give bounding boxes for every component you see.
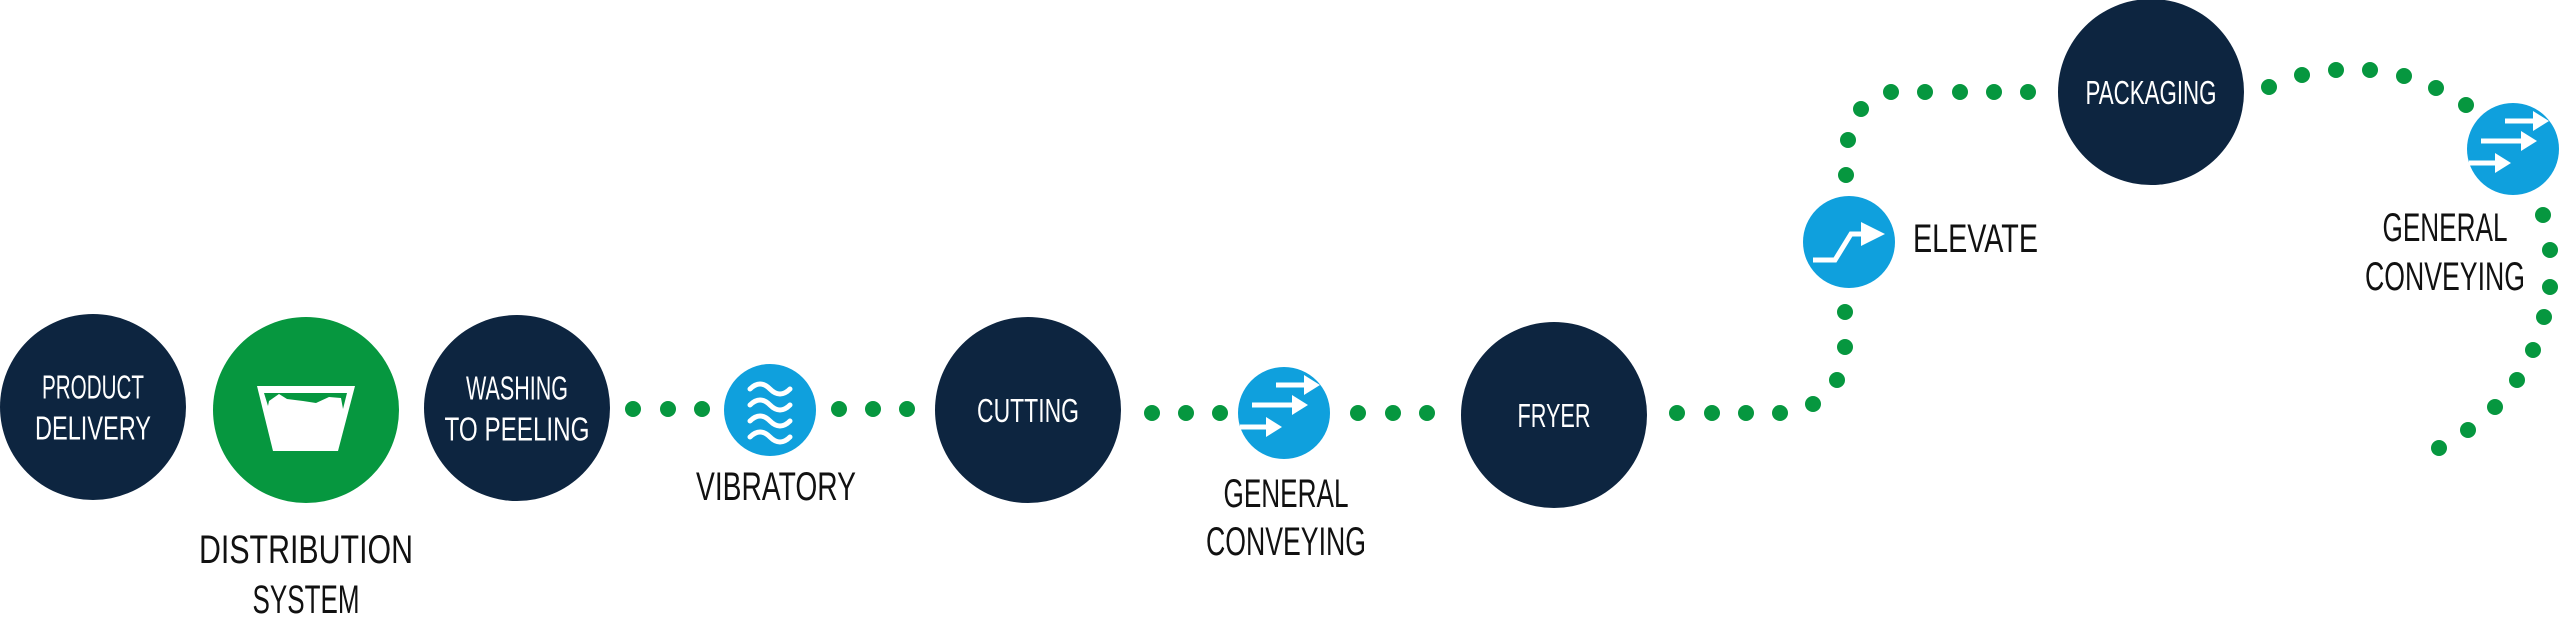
connector-dot	[865, 401, 881, 417]
general-conveying-1-caption: GENERAL	[1224, 472, 1349, 516]
node-packaging: PACKAGING	[2058, 0, 2244, 185]
washing-to-peeling-label-line: WASHING	[466, 370, 568, 407]
connector-vibratory-to-cutting	[831, 401, 915, 417]
connector-dot	[1837, 339, 1853, 355]
general-conveying-1-circle	[1238, 367, 1330, 459]
product-delivery-label-line: PRODUCT	[42, 369, 144, 406]
washing-to-peeling-circle	[424, 315, 610, 501]
bucket-icon	[257, 386, 355, 451]
general-conveying-2-caption: CONVEYING	[2365, 255, 2525, 299]
vibration-waves-icon	[747, 381, 793, 445]
elevate-caption: ELEVATE	[1913, 217, 2038, 261]
connector-dot	[1669, 405, 1685, 421]
connector-dot	[1350, 405, 1366, 421]
conveyor-arrows-icon	[1240, 375, 1320, 437]
connector-dot	[694, 401, 710, 417]
packaging-circle	[2058, 0, 2244, 185]
connector-general-conveying-2-to-continues	[2431, 207, 2558, 456]
connector-dot	[2328, 62, 2344, 78]
connector-dot	[2460, 422, 2476, 438]
node-layer: PRODUCT DELIVERY WASHING TO PEELING CUTTING F…	[0, 0, 2559, 508]
connector-dot	[1840, 132, 1856, 148]
product-delivery-circle	[0, 314, 186, 500]
connector-dot	[2294, 67, 2310, 83]
connector-dot	[2458, 97, 2474, 113]
general-conveying-2-caption: GENERAL	[2383, 206, 2508, 250]
connector-dot	[899, 401, 915, 417]
connector-dot	[2261, 79, 2277, 95]
connector-layer	[625, 62, 2558, 456]
connector-dot	[831, 401, 847, 417]
connector-dot	[1772, 405, 1788, 421]
connector-dot	[1883, 84, 1899, 100]
node-distribution-system	[213, 317, 399, 503]
washing-to-peeling-label-line: TO PEELING	[445, 411, 590, 448]
connector-dot	[2542, 279, 2558, 295]
connector-dot	[2509, 372, 2525, 388]
connector-dot	[2542, 242, 2558, 258]
connector-elevate-to-packaging	[1838, 84, 2036, 183]
connector-dot	[1917, 84, 1933, 100]
product-delivery-label-line: DELIVERY	[35, 410, 151, 447]
vibratory-circle	[724, 364, 816, 456]
connector-washing-to-peeling-to-vibratory	[625, 401, 710, 417]
distribution-system-caption: SYSTEM	[253, 578, 360, 622]
connector-dot	[2362, 62, 2378, 78]
general-conveying-1-caption: CONVEYING	[1206, 520, 1366, 564]
packaging-label-line: PACKAGING	[2086, 74, 2217, 111]
connector-fryer-to-elevate	[1669, 304, 1853, 421]
connector-dot	[1144, 405, 1160, 421]
connector-dot	[2431, 440, 2447, 456]
connector-general-conveying-1-to-fryer	[1350, 405, 1435, 421]
connector-dot	[1829, 372, 1845, 388]
fryer-circle	[1461, 322, 1647, 508]
connector-dot	[1738, 405, 1754, 421]
connector-dot	[1178, 405, 1194, 421]
connector-dot	[1419, 405, 1435, 421]
connector-dot	[660, 401, 676, 417]
node-product-delivery: PRODUCT DELIVERY	[0, 314, 186, 500]
connector-dot	[1952, 84, 1968, 100]
connector-cutting-to-general-conveying-1	[1144, 405, 1228, 421]
connector-dot	[1212, 405, 1228, 421]
vibratory-caption: VIBRATORY	[696, 465, 856, 509]
connector-dot	[1805, 396, 1821, 412]
connector-dot	[2020, 84, 2036, 100]
connector-dot	[2396, 68, 2412, 84]
connector-dot	[1837, 304, 1853, 320]
cutting-circle	[935, 317, 1121, 503]
node-washing-to-peeling: WASHING TO PEELING	[424, 315, 610, 501]
conveyor-arrows-icon	[2469, 111, 2549, 173]
node-cutting: CUTTING	[935, 317, 1121, 503]
connector-dot	[625, 401, 641, 417]
general-conveying-2-circle	[2467, 103, 2559, 195]
connector-dot	[1385, 405, 1401, 421]
connector-packaging-to-general-conveying-2	[2261, 62, 2474, 113]
node-vibratory	[724, 364, 816, 456]
connector-dot	[1838, 167, 1854, 183]
connector-dot	[1704, 405, 1720, 421]
node-elevate	[1803, 196, 1895, 288]
elevate-arrow-icon	[1813, 222, 1885, 263]
connector-dot	[2525, 342, 2541, 358]
connector-dot	[2536, 309, 2552, 325]
node-general-conveying-2	[2467, 103, 2559, 195]
connector-dot	[2535, 207, 2551, 223]
fryer-label-line: FRYER	[1518, 397, 1591, 434]
distribution-system-caption: DISTRIBUTION	[199, 528, 413, 572]
node-general-conveying-1	[1238, 367, 1330, 459]
connector-dot	[1986, 84, 2002, 100]
connector-dot	[2428, 80, 2444, 96]
connector-dot	[1853, 101, 1869, 117]
node-fryer: FRYER	[1461, 322, 1647, 508]
connector-dot	[2487, 399, 2503, 415]
cutting-label-line: CUTTING	[977, 392, 1079, 429]
